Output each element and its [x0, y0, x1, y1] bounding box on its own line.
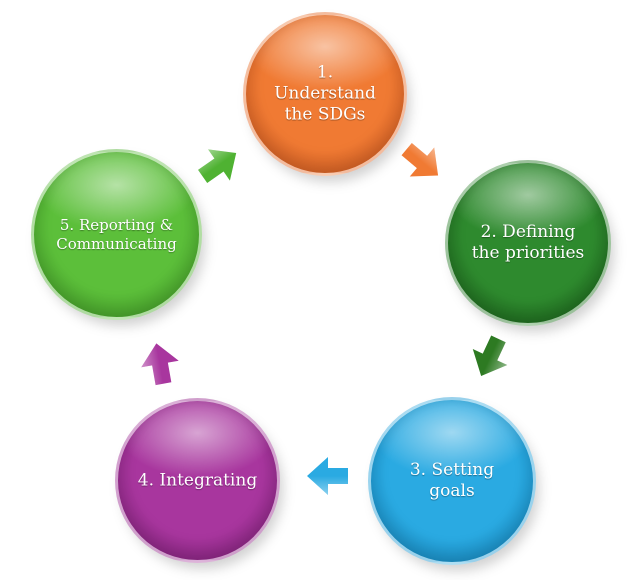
- arrow-shape: [198, 149, 237, 184]
- arrow-shape: [472, 335, 508, 377]
- step-2-label: 2. Defining the priorities: [471, 222, 585, 263]
- step-understand-sdgs: 1. Understand the SDGs: [243, 12, 407, 176]
- step-4-label: 4. Integrating: [137, 470, 258, 490]
- step-integrating: 4. Integrating: [115, 398, 280, 563]
- arrow-gloss: [401, 143, 439, 177]
- step-defining-priorities: 2. Defining the priorities: [445, 160, 611, 326]
- arrow-2-to-3-icon: [458, 325, 522, 389]
- arrow-3-to-4-icon: [304, 452, 352, 500]
- arrow-4-to-5-icon: [132, 336, 188, 392]
- step-reporting-communicating: 5. Reporting & Communicating: [31, 149, 202, 320]
- step-setting-goals: 3. Setting goals: [368, 397, 536, 565]
- arrow-shape: [401, 143, 439, 177]
- step-3-label: 3. Setting goals: [409, 460, 495, 501]
- step-5-label: 5. Reporting & Communicating: [56, 215, 177, 253]
- step-1-label: 1. Understand the SDGs: [274, 62, 376, 125]
- arrow-5-to-1-icon: [186, 132, 253, 199]
- arrow-1-to-2-icon: [388, 128, 456, 196]
- arrow-gloss: [307, 457, 348, 495]
- arrow-gloss: [198, 149, 237, 184]
- arrow-gloss: [141, 343, 179, 386]
- arrow-shape: [141, 343, 179, 386]
- arrow-gloss: [472, 335, 508, 377]
- arrow-shape: [307, 457, 348, 495]
